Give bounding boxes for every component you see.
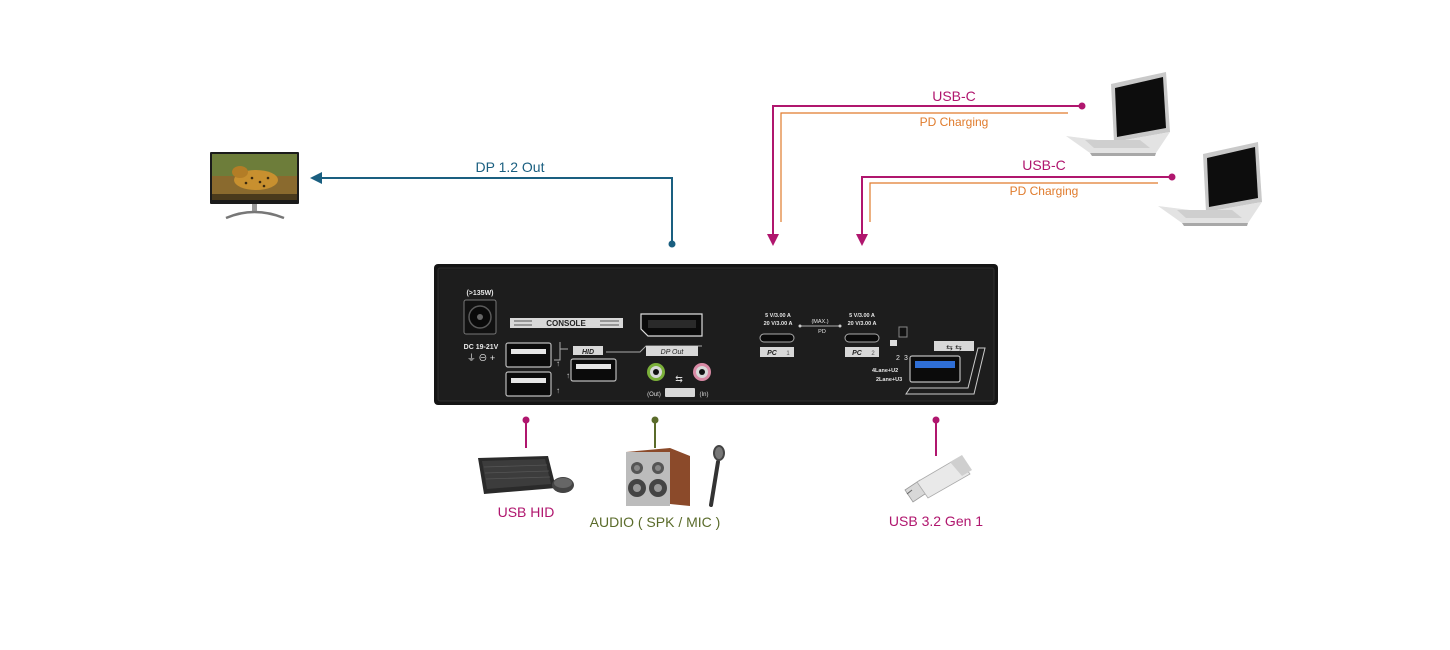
dp-out-plate-text: DP Out (661, 349, 685, 356)
switch-num-3: 3 (904, 355, 908, 362)
pc1-number: 1 (786, 351, 790, 357)
console-plate: CONSOLE (510, 318, 623, 328)
usb32-connection: USB 3.2 Gen 1 (889, 416, 983, 529)
usb-flash-drive-icon (904, 455, 972, 503)
svg-text:↑: ↑ (556, 359, 560, 368)
laptop-icon (1158, 142, 1262, 226)
power-rating-text: (>135W) (466, 290, 493, 297)
pc2-spec-line2: 20 V/3.00 A (848, 321, 877, 327)
usb-hid-label: USB HID (498, 504, 555, 520)
pc1-spec-line2: 20 V/3.00 A (764, 321, 793, 327)
dp-out-label: DP 1.2 Out (475, 159, 544, 175)
lane-text-2: 2Lane+U3 (876, 377, 902, 383)
usb-c-label-1: USB-C (932, 88, 976, 104)
usb-c-label-2: USB-C (1022, 157, 1066, 173)
svg-text:⇆ ⇆: ⇆ ⇆ (946, 343, 962, 352)
pd-charging-label-2: PD Charging (1010, 184, 1079, 198)
pd-text: PD (818, 329, 826, 335)
audio-jacks: ⇆ (Out) (In) (647, 363, 711, 398)
audio-in-text: (In) (700, 392, 709, 398)
audio-connection: AUDIO ( SPK / MIC ) (590, 416, 721, 530)
usb-port (505, 342, 552, 368)
pd-charging-label-1: PD Charging (920, 115, 989, 129)
max-text: (MAX.) (811, 319, 828, 325)
speaker-icon (626, 448, 690, 506)
audio-out-text: (Out) (647, 392, 661, 398)
usb-c-connection-1: USB-C PD Charging (767, 88, 1086, 246)
hid-text: HID (582, 349, 594, 356)
usb-c-port-1: 5 V/3.00 A 20 V/3.00 A PC 1 (759, 313, 795, 357)
microphone-icon (709, 445, 725, 507)
usb-c-port-2: 5 V/3.00 A 20 V/3.00 A PC 2 (844, 313, 880, 357)
displayport-port: DP Out (606, 313, 703, 356)
pc1-spec-line1: 5 V/3.00 A (765, 313, 791, 319)
max-pd-indicator: (MAX.) PD (798, 319, 842, 335)
dp-connection: DP 1.2 Out (310, 159, 676, 248)
usb-port (505, 371, 552, 397)
power-jack: (>135W) DC 19-21V ⏚ ⊖ + (463, 290, 499, 363)
lane-switch: 2 3 4Lane+U2 2Lane+U3 (872, 326, 908, 383)
usb32-label: USB 3.2 Gen 1 (889, 513, 983, 529)
switch-num-2: 2 (896, 355, 900, 362)
usb-hid-connection: USB HID (498, 416, 555, 520)
svg-text:⏚ ⊖ +: ⏚ ⊖ + (467, 353, 495, 363)
pc2-label: PC (852, 350, 863, 357)
laptop-icon (1066, 72, 1170, 156)
audio-label: AUDIO ( SPK / MIC ) (590, 514, 721, 530)
usb32-port: ⇆ ⇆ (905, 341, 986, 395)
monitor-icon (210, 152, 299, 220)
pc2-number: 2 (871, 351, 875, 357)
lane-text-1: 4Lane+U2 (872, 368, 898, 374)
pc2-spec-line1: 5 V/3.00 A (849, 313, 875, 319)
dc-input-text: DC 19-21V (464, 344, 499, 351)
kvm-device: (>135W) DC 19-21V ⏚ ⊖ + CONSOLE ↑ ↑ (434, 264, 998, 405)
svg-text:⇆: ⇆ (675, 374, 683, 384)
hid-port: HID ↑ (560, 346, 617, 382)
svg-text:↑: ↑ (566, 371, 570, 380)
pc1-label: PC (767, 350, 778, 357)
svg-text:↑: ↑ (556, 386, 560, 395)
usb-c-connection-2: USB-C PD Charging (856, 157, 1176, 246)
console-text: CONSOLE (546, 319, 586, 328)
keyboard-mouse-icon (478, 456, 574, 494)
